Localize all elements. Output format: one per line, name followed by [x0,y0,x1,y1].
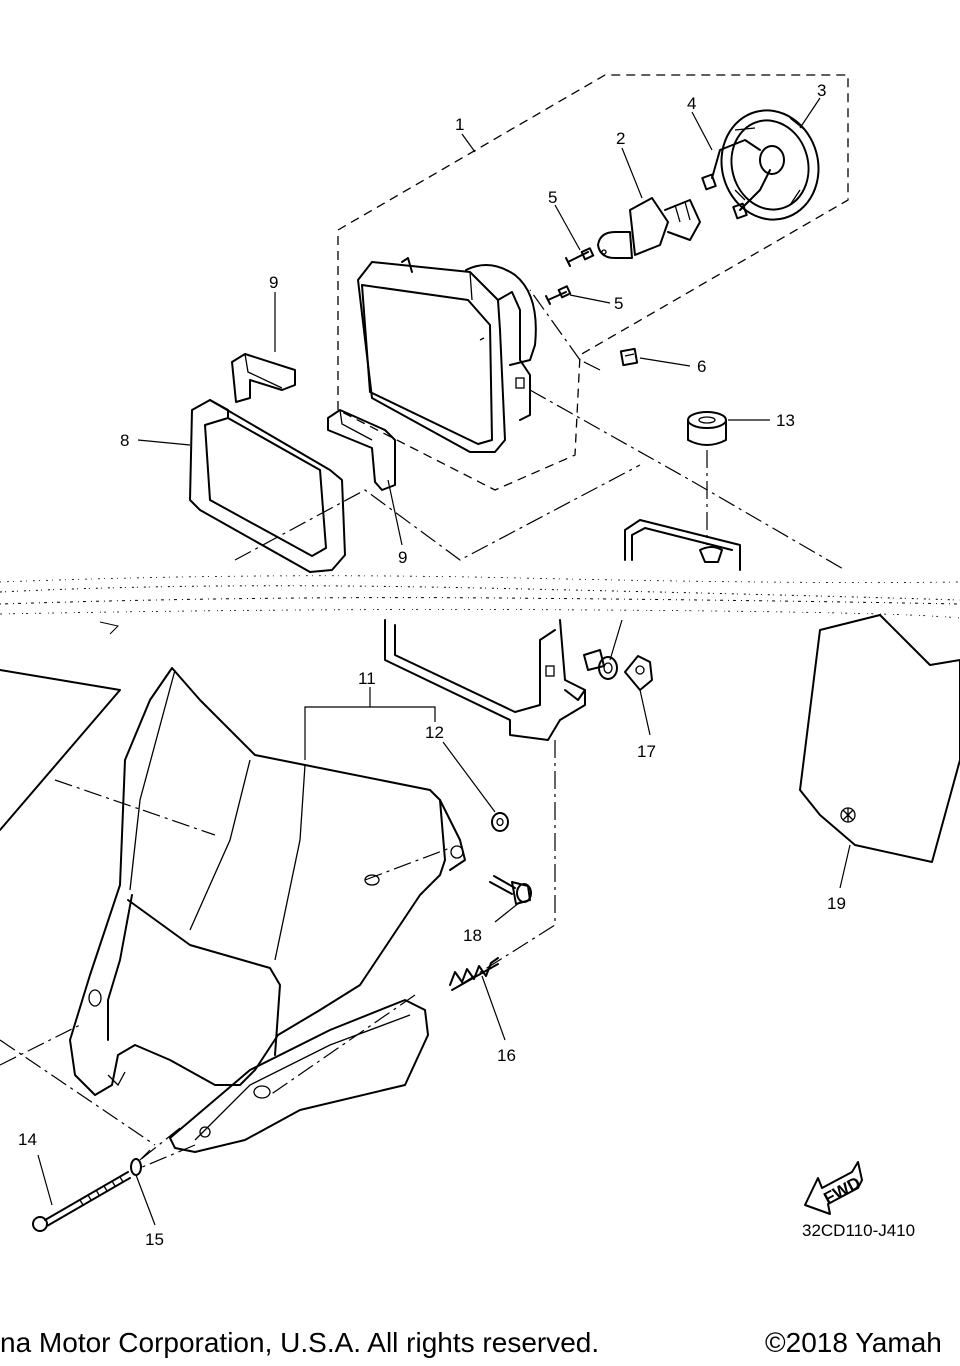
headlight-assembly-outline [337,74,849,491]
rubber-strip-upper [231,353,296,403]
callout-19: 19 [827,894,846,913]
callout-18: 18 [463,926,482,945]
fwd-arrow-icon: FWD [804,1161,864,1215]
footer-copyright-left: na Motor Corporation, U.S.A. All rights … [0,1327,599,1358]
callout-2: 2 [616,129,625,148]
headlight-cowl [69,667,466,1096]
callout-16: 16 [497,1046,516,1065]
long-bolt-14 [32,1171,131,1232]
callout-15: 15 [145,1230,164,1249]
callout-8: 8 [120,431,129,450]
bulb-cover [720,109,820,221]
callout-12: 12 [425,723,444,742]
fwd-label: FWD [821,1173,864,1208]
screw-lower [545,285,572,305]
callout-5-upper: 5 [548,188,557,207]
headlight-unit [357,257,537,453]
leader-lines [37,97,851,1226]
callout-1: 1 [455,115,464,134]
rubber-strip-lower [327,409,396,491]
footer-copyright-right: ©2018 Yamah [765,1327,942,1358]
callout-6: 6 [697,357,706,376]
washer-12 [491,812,509,832]
left-panel-fragment [0,669,121,831]
headlight-seal-frame [189,399,346,573]
assembly-lines [0,289,846,1169]
callout-13: 13 [776,411,795,430]
collar-bolt [583,649,618,680]
scan-artifact-band [0,575,960,635]
clip-nut [619,347,639,367]
lower-cowl-panel [169,999,429,1153]
headlight-bracket [384,519,741,741]
spring-16 [449,957,499,991]
callout-9-lower: 9 [398,548,407,567]
rubber-grommet [687,411,727,446]
side-cover-panel [799,614,960,863]
callout-5-lower: 5 [614,294,623,313]
callout-17: 17 [637,742,656,761]
headlight-bulb [597,197,701,259]
callout-4: 4 [687,94,696,113]
callout-9-upper: 9 [269,273,278,292]
nut-clip [624,655,653,691]
bulb-wire-harness [701,139,771,220]
callout-3: 3 [817,81,826,100]
diagram-code: 32CD110-J410 [802,1221,915,1240]
flange-bolt-18 [489,875,532,905]
washer-15 [130,1158,142,1176]
callout-11: 11 [358,669,376,688]
screw-upper [565,247,595,267]
callout-14: 14 [18,1130,37,1149]
